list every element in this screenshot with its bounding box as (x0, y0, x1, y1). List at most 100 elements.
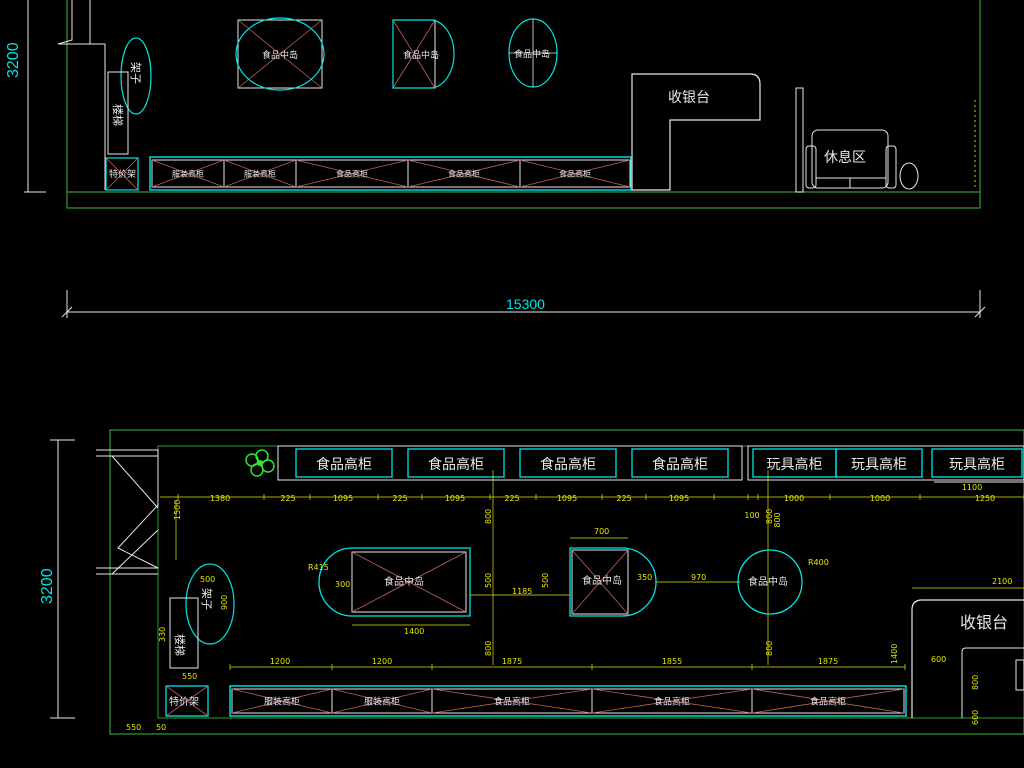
plan-top-cabinet-1: 食品高柜 (295, 448, 393, 478)
plan-top-cabinet-label: 玩具高柜 (851, 456, 907, 473)
elev-low-cabinet-1: 服装高柜 (151, 159, 225, 188)
plan-top-cabinet-3: 食品高柜 (519, 448, 617, 478)
plant-icon (245, 449, 275, 477)
plan-outer-wall (109, 429, 1024, 735)
plan-top-dim: 1380 (210, 494, 230, 503)
plan-cashier-label: 收银台 (960, 613, 1008, 632)
plan-top-dim: 1000 (870, 494, 890, 503)
elevation-view: 3200 架子 楼梯 特价架 食品中岛 (5, 0, 986, 318)
dim-d1185: 1185 (512, 587, 532, 596)
plan-top-cabinets: 食品高柜食品高柜食品高柜食品高柜玩具高柜玩具高柜玩具高柜 (277, 445, 1024, 483)
elev-low-cabinet-label: 食品高柜 (559, 169, 591, 179)
plan-bottom-cabinet-2: 服装高柜 (331, 688, 433, 714)
elev-promo-label: 特价架 (109, 168, 136, 180)
dim-r415: R415 (308, 563, 329, 572)
elev-island-3: 食品中岛 (508, 18, 558, 88)
elev-rest-label: 休息区 (824, 149, 866, 166)
plan-bottom-dim: 1200 (372, 657, 392, 666)
dim-w700: 700 (594, 527, 609, 536)
elev-rest-area-sofa (805, 129, 897, 189)
elev-low-cabinets: 服装高柜 服装高柜 食品高柜 食品高柜 食品高柜 (149, 156, 632, 191)
plan-island-3-label: 食品中岛 (748, 575, 788, 588)
dim-corner-550: 550 (126, 723, 141, 732)
plan-island-3: 食品中岛 (737, 549, 803, 615)
plan-top-cabinet-label: 食品高柜 (540, 456, 596, 473)
dim-promo-550: 550 (182, 672, 197, 681)
plan-entry (96, 449, 159, 569)
plan-stair-label: 楼梯 (173, 634, 187, 656)
plan-top-dim: 1250 (975, 494, 995, 503)
plan-top-dim: 1095 (333, 494, 353, 503)
elev-low-cabinet-4: 食品高柜 (407, 159, 521, 188)
plan-top-dim: 1000 (784, 494, 804, 503)
dim-v800d: 800 (765, 641, 774, 656)
dim-d970: 970 (691, 573, 706, 582)
plan-top-cabinet-6: 玩具高柜 (835, 448, 923, 478)
plan-bottom-cabinet-3: 食品高柜 (431, 688, 593, 714)
plan-promo-label: 特价架 (169, 696, 199, 708)
dim-shelf-500: 500 (200, 575, 215, 584)
elev-low-cabinet-label: 食品高柜 (448, 169, 480, 179)
plan-top-dim: 1095 (557, 494, 577, 503)
plan-top-cabinet-label: 食品高柜 (316, 456, 372, 473)
dim-v800a: 800 (484, 509, 493, 524)
plan-top-cabinet-5: 玩具高柜 (752, 448, 837, 478)
dim-v800c: 800 (765, 509, 774, 524)
elev-cashier (631, 73, 761, 191)
plan-cashier-inner (961, 647, 1024, 718)
elev-stair-label: 楼梯 (111, 104, 125, 126)
plan-top-cabinet-label: 玩具高柜 (949, 456, 1005, 473)
dim-cashier-600: 600 (931, 655, 946, 664)
plan-shelf-label: 架子 (200, 588, 213, 610)
elev-height-label: 3200 (5, 42, 22, 78)
dim-w300: 300 (335, 580, 350, 589)
plan-top-cabinet-2: 食品高柜 (407, 448, 505, 478)
plan-cashier-drawer (1015, 659, 1024, 691)
plan-bottom-dim: 1875 (502, 657, 522, 666)
plan-bottom-cabinet-label: 服装高柜 (264, 695, 300, 707)
elev-left-structure (57, 0, 106, 190)
dim-v500: 500 (484, 573, 493, 588)
elev-low-cabinet-label: 食品高柜 (336, 169, 368, 179)
plan-top-cabinet-label: 食品高柜 (428, 456, 484, 473)
elev-stair (107, 71, 129, 155)
elev-shelf-label: 架子 (129, 62, 142, 84)
elev-island-2: 食品中岛 (392, 19, 455, 89)
elev-island-1: 食品中岛 (235, 17, 325, 91)
dim-cashier-800: 800 (971, 675, 980, 690)
dim-stair-330: 330 (158, 627, 167, 642)
plan-island-2: 食品中岛 (569, 547, 657, 617)
elev-island-3-label: 食品中岛 (514, 48, 550, 60)
plan-bottom-cabinet-4: 食品高柜 (591, 688, 753, 714)
elev-low-cabinet-2: 服装高柜 (223, 159, 297, 188)
plan-top-cabinet-label: 食品高柜 (652, 456, 708, 473)
plan-bottom-cabinet-label: 食品高柜 (494, 695, 530, 707)
dim-w1400: 1400 (404, 627, 424, 636)
elev-promo-rack (105, 157, 139, 191)
plan-left-dim: 1500 (173, 500, 182, 520)
plan-promo-rack (165, 685, 209, 717)
plan-bottom-cabinet-label: 食品高柜 (654, 695, 690, 707)
plan-bottom-cabinet-1: 服装高柜 (231, 688, 333, 714)
elev-low-cabinet-label: 服装高柜 (172, 169, 204, 179)
plan-top-dim: 225 (392, 494, 407, 503)
elev-low-cabinet-3: 食品高柜 (295, 159, 409, 188)
plan-top-dim: 225 (280, 494, 295, 503)
plan-top-dim: 1095 (445, 494, 465, 503)
plan-bottom-cabinet-label: 食品高柜 (810, 695, 846, 707)
elev-island-1-label: 食品中岛 (262, 49, 298, 61)
elev-island-2-label: 食品中岛 (403, 49, 439, 61)
plan-island-1: 食品中岛 (318, 547, 471, 617)
elev-floor (66, 191, 981, 209)
plan-top-dim-800: 800 (773, 512, 782, 527)
elev-shelf (120, 37, 152, 115)
plan-stair (169, 597, 199, 669)
dim-r400: R400 (808, 558, 829, 567)
dim-v800b: 800 (484, 641, 493, 656)
elev-cashier-label: 收银台 (668, 90, 710, 106)
elev-low-cabinet-label: 服装高柜 (244, 169, 276, 179)
elev-low-cabinet-5: 食品高柜 (519, 159, 631, 188)
plan-bottom-dim: 1875 (818, 657, 838, 666)
